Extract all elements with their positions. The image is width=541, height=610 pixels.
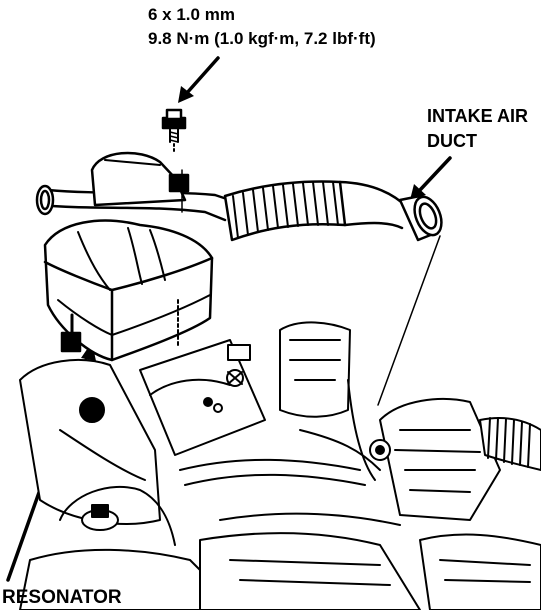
intake-air-duct-label-line2: DUCT xyxy=(427,131,477,151)
bolt-torque-label: 9.8 N·m (1.0 kgf·m, 7.2 lbf·ft) xyxy=(148,29,376,48)
mounting-bolt xyxy=(161,108,187,153)
resonator-body xyxy=(43,219,214,362)
bolt-size-label: 6 x 1.0 mm xyxy=(148,5,235,24)
intake-air-duct-label-line1: INTAKE AIR xyxy=(427,106,528,126)
intake-duct-leader-arrow xyxy=(410,156,452,200)
engine-components xyxy=(19,299,541,610)
intake-air-duct xyxy=(35,180,443,406)
resonator-label: RESONATOR xyxy=(2,587,122,608)
bolt-leader-arrow xyxy=(178,56,220,103)
air-cleaner-cover xyxy=(90,151,190,213)
